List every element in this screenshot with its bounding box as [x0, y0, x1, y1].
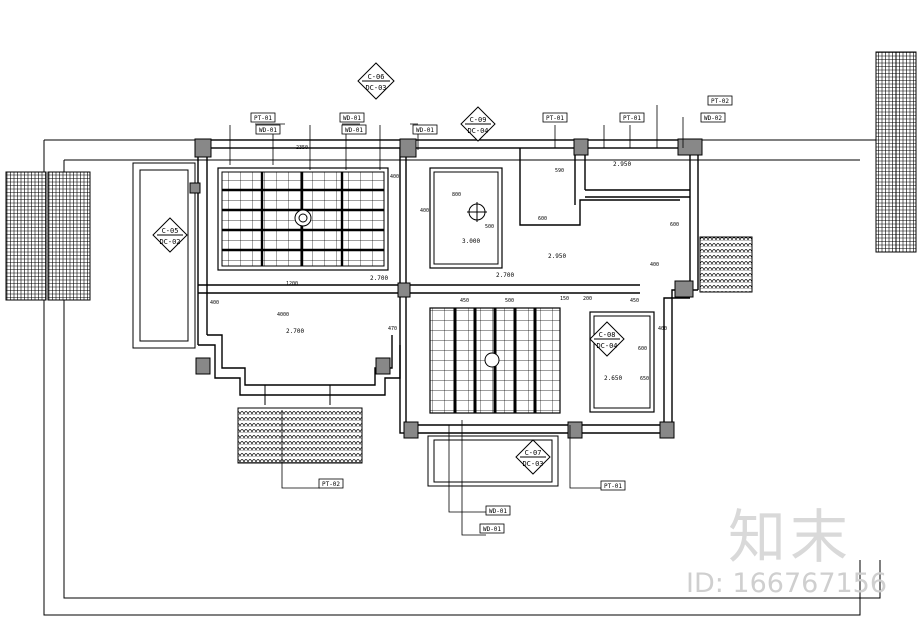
terrace-left	[132, 162, 196, 349]
material-tag: PT-01	[250, 112, 276, 123]
dimension: 1200	[286, 281, 298, 287]
leader-lines	[229, 105, 684, 536]
material-tag-label: WD-01	[343, 115, 361, 122]
level-mark: 2.700	[496, 272, 514, 279]
section-top-ref: DC-03	[365, 84, 386, 92]
material-tag-label: PT-01	[254, 115, 272, 122]
section-center-ref: DC-04	[467, 127, 488, 135]
material-tag-label: WD-01	[483, 526, 501, 533]
dimension: 600	[638, 346, 647, 352]
material-tag: WD-01	[341, 124, 367, 135]
material-tag-label: WD-01	[416, 127, 434, 134]
dimension: 450	[460, 298, 469, 304]
level-mark: 2.700	[370, 275, 388, 282]
material-tag: PT-02	[318, 478, 344, 489]
section-lower-num: C-07	[525, 449, 542, 457]
watermark-id: ID: 166767156	[686, 568, 888, 599]
material-tag: WD-01	[479, 523, 505, 534]
dimension: 400	[390, 174, 399, 180]
dimension: 500	[485, 224, 494, 230]
ceiling-panel-right	[589, 311, 655, 413]
ceiling-coffer-dining	[429, 307, 561, 414]
section-right: C-08 DC-04	[589, 321, 625, 357]
material-tag: PT-01	[542, 112, 568, 123]
tile-roof-east	[699, 236, 753, 293]
section-left-ref: DC-02	[159, 238, 180, 246]
tile-roof-left	[5, 171, 91, 301]
dimension: 200	[583, 296, 592, 302]
level-mark: 2.700	[286, 328, 304, 335]
watermark-logo: 知末	[728, 503, 853, 571]
dimension: 450	[630, 298, 639, 304]
dimension: 4000	[277, 312, 289, 318]
section-left: C-05 DC-02	[152, 217, 188, 253]
ceiling-panel-center	[429, 167, 503, 269]
material-tag: WD-02	[700, 112, 726, 123]
material-tag-label: WD-02	[704, 115, 722, 122]
columns	[189, 138, 703, 439]
material-tag-label: PT-02	[322, 481, 340, 488]
section-center: C-09 DC-04	[460, 106, 496, 142]
level-marks: 2.700 2.700 2.700 2.950 2.950 2.650 3.00…	[286, 161, 631, 382]
material-tag-label: WD-01	[259, 127, 277, 134]
dimension: 650	[640, 376, 649, 382]
level-mark: 2.950	[548, 253, 566, 260]
entry-porch	[264, 385, 559, 487]
material-tag: PT-01	[600, 480, 626, 491]
dimension: 400	[420, 208, 429, 214]
material-tag-label: WD-01	[345, 127, 363, 134]
tile-roof-right	[875, 51, 917, 253]
material-tag-label: PT-02	[711, 98, 729, 105]
dimension: 400	[650, 262, 659, 268]
dimension: 800	[452, 192, 461, 198]
tile-roof-south	[237, 407, 363, 464]
section-lower: C-07 DC-03	[515, 439, 551, 475]
material-tag: PT-01	[619, 112, 645, 123]
material-tag: WD-01	[255, 124, 281, 135]
dimension: 590	[555, 168, 564, 174]
section-right-ref: DC-04	[596, 342, 617, 350]
material-tag-label: WD-01	[489, 508, 507, 515]
material-tag-label: PT-01	[623, 115, 641, 122]
dimension: 2350	[296, 145, 308, 151]
material-tag: WD-01	[412, 124, 438, 135]
section-center-num: C-09	[470, 116, 487, 124]
dimension: 150	[560, 296, 569, 302]
dimension: 400	[658, 326, 667, 332]
material-tag: WD-01	[485, 505, 511, 516]
level-mark: 2.950	[613, 161, 631, 168]
section-top-num: C-06	[368, 73, 385, 81]
material-tag: WD-01	[339, 112, 365, 123]
dimension-marks: 2350 400 400 590 600 800 500 1200 400 47…	[210, 145, 679, 382]
section-top: C-06 DC-03	[357, 62, 395, 100]
dimension: 600	[670, 222, 679, 228]
dimension: 500	[505, 298, 514, 304]
material-tag-label: PT-01	[604, 483, 622, 490]
section-right-num: C-08	[599, 331, 616, 339]
dimension: 600	[538, 216, 547, 222]
dimension: 400	[210, 300, 219, 306]
level-mark: 2.650	[604, 375, 622, 382]
level-mark: 3.000	[462, 238, 480, 245]
ceiling-coffer-living	[217, 167, 389, 271]
material-tag-label: PT-01	[546, 115, 564, 122]
dimension: 470	[388, 326, 397, 332]
section-lower-ref: DC-03	[522, 460, 543, 468]
section-left-num: C-05	[162, 227, 179, 235]
material-tag: PT-02	[707, 95, 733, 106]
